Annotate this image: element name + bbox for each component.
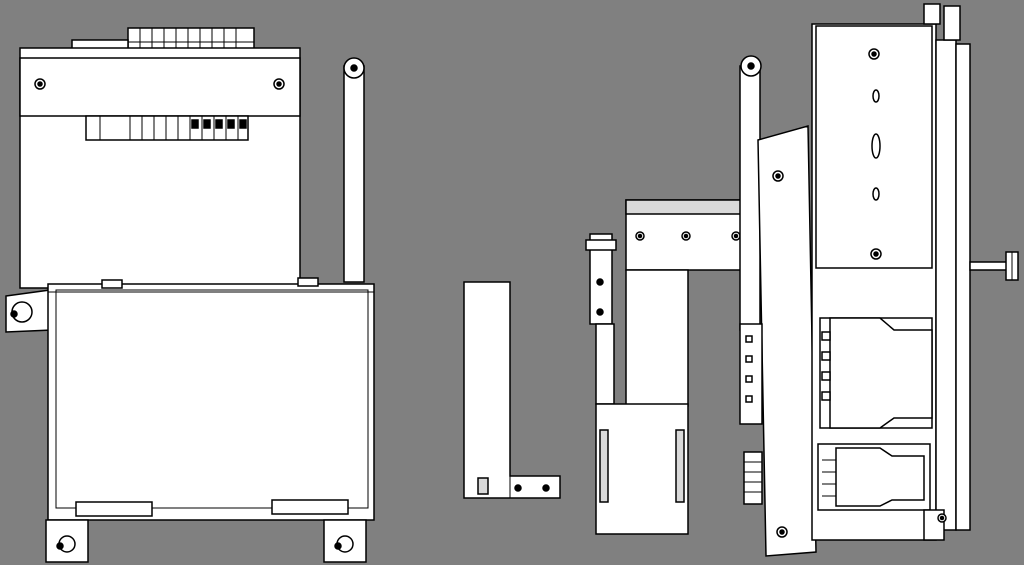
clip-top-left — [101, 279, 123, 289]
mounting-rod-right — [739, 55, 762, 331]
clip-bracket-small — [585, 233, 617, 405]
bracket-l-shaped — [463, 281, 561, 499]
controller-module-left — [5, 27, 375, 563]
enclosure-box-small — [595, 403, 689, 535]
rear-plate — [935, 39, 957, 531]
mounting-rod-left — [343, 57, 365, 283]
controller-module-right — [739, 3, 1019, 557]
clip-bottom-right — [271, 499, 349, 515]
side-plate-front — [757, 125, 817, 557]
terminal-strip-lower — [85, 115, 249, 141]
din-rail-bar — [19, 57, 301, 117]
clip-bottom-left — [75, 501, 153, 517]
rail-plate — [625, 199, 749, 407]
clip-top-right — [297, 277, 319, 287]
